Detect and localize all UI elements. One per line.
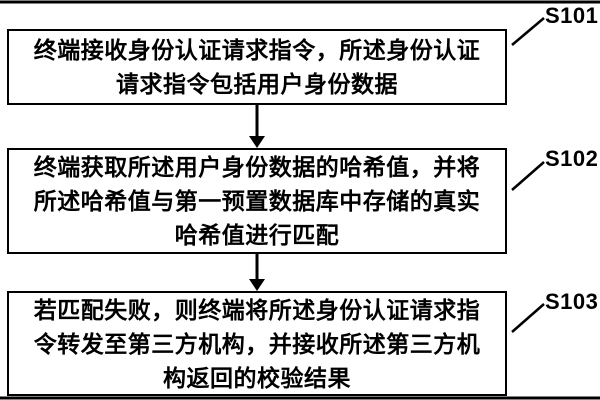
arrow-head-2-icon bbox=[249, 279, 265, 291]
flow-step-1-box: 终端接收身份认证请求指令，所述身份认证 请求指令包括用户身份数据 bbox=[7, 29, 507, 105]
flow-step-1-text: 终端接收身份认证请求指令，所述身份认证 请求指令包括用户身份数据 bbox=[33, 37, 481, 97]
step-label-s101: S101 bbox=[545, 3, 599, 28]
flow-step-3-box: 若匹配失败，则终端将所述身份认证请求指 令转发至第三方机构，并接收所述第三方机 … bbox=[7, 291, 507, 396]
flow-step-2-text: 终端获取所述用户身份数据的哈希值，并将 所述哈希值与第一预置数据库中存储的真实 … bbox=[33, 154, 481, 248]
leader-line-s101 bbox=[511, 17, 545, 46]
flow-step-3-text: 若匹配失败，则终端将所述身份认证请求指 令转发至第三方机构，并接收所述第三方机 … bbox=[33, 296, 481, 391]
flow-step-2-box: 终端获取所述用户身份数据的哈希值，并将 所述哈希值与第一预置数据库中存储的真实 … bbox=[7, 148, 507, 254]
step-label-s103: S103 bbox=[545, 289, 599, 314]
leader-line-s102 bbox=[511, 161, 545, 191]
leader-line-s103 bbox=[511, 303, 545, 333]
step-label-s102: S102 bbox=[545, 146, 599, 171]
arrow-head-1-icon bbox=[249, 136, 265, 148]
